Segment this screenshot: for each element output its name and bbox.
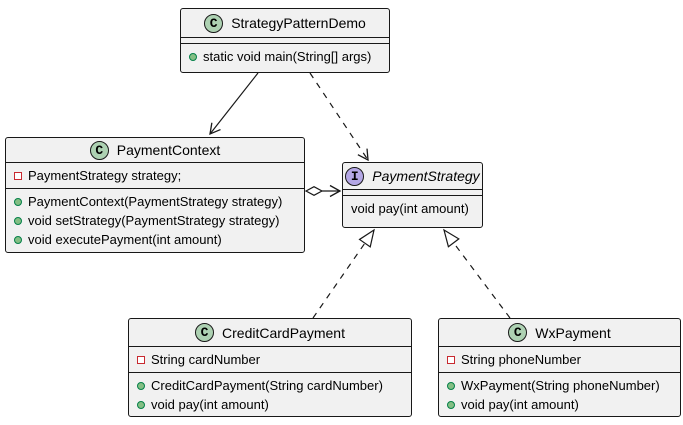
fields-section: String phoneNumber (439, 347, 680, 373)
class-header: C WxPayment (439, 319, 680, 347)
fields-section: String cardNumber (129, 347, 411, 373)
class-header: C CreditCardPayment (129, 319, 411, 347)
interface-header: I PaymentStrategy (343, 163, 482, 190)
class-name: CreditCardPayment (222, 324, 345, 341)
field-text: String cardNumber (151, 352, 261, 367)
class-stereotype-icon: C (508, 323, 528, 342)
methods-section: CreditCardPayment(String cardNumber) voi… (129, 373, 411, 418)
public-method-icon (447, 400, 455, 409)
private-field-icon (14, 171, 22, 180)
public-method-icon (14, 197, 22, 206)
field-row: String cardNumber (137, 350, 403, 369)
fields-section: PaymentStrategy strategy; (6, 163, 304, 189)
class-stereotype-icon: C (89, 140, 109, 160)
field-row: PaymentStrategy strategy; (14, 166, 296, 185)
method-text: void pay(int amount) (151, 397, 269, 412)
class-header: C StrategyPatternDemo (181, 9, 389, 38)
field-text: PaymentStrategy strategy; (28, 168, 182, 183)
method-text: void setStrategy(PaymentStrategy strateg… (28, 213, 280, 228)
public-method-icon (137, 381, 145, 390)
relation-aggregation-diamond (304, 186, 324, 196)
method-text: CreditCardPayment(String cardNumber) (151, 378, 383, 393)
method-row: void pay(int amount) (447, 395, 672, 414)
method-row: void pay(int amount) (351, 199, 474, 218)
class-header: C PaymentContext (6, 138, 304, 163)
public-method-icon (14, 235, 22, 244)
relation-association-demo-context (209, 72, 259, 136)
class-box-credit-card-payment: C CreditCardPayment String cardNumber Cr… (128, 318, 412, 417)
method-text: void executePayment(int amount) (28, 232, 222, 247)
method-row: CreditCardPayment(String cardNumber) (137, 376, 403, 395)
private-field-icon (447, 355, 455, 364)
interface-name: PaymentStrategy (372, 168, 480, 184)
interface-stereotype-icon: I (345, 166, 365, 186)
relation-realization-credit-strategy (312, 228, 375, 319)
method-text: WxPayment(String phoneNumber) (461, 378, 660, 393)
method-row: static void main(String[] args) (189, 47, 381, 66)
public-method-icon (447, 381, 455, 390)
relation-dependency-demo-strategy (309, 72, 369, 162)
field-row: String phoneNumber (447, 350, 672, 369)
class-box-wx-payment: C WxPayment String phoneNumber WxPayment… (438, 318, 681, 417)
class-box-strategy-pattern-demo: C StrategyPatternDemo static void main(S… (180, 8, 390, 73)
class-stereotype-icon: C (204, 13, 224, 33)
class-stereotype-icon: C (195, 323, 215, 342)
relation-realization-wx-strategy (443, 228, 511, 319)
fields-section-empty (343, 190, 482, 196)
private-field-icon (137, 355, 145, 364)
methods-section: static void main(String[] args) (181, 44, 389, 70)
method-row: void setStrategy(PaymentStrategy strateg… (14, 211, 296, 230)
methods-section: PaymentContext(PaymentStrategy strategy)… (6, 189, 304, 253)
method-text: static void main(String[] args) (203, 49, 372, 64)
method-text: void pay(int amount) (461, 397, 579, 412)
method-row: WxPayment(String phoneNumber) (447, 376, 672, 395)
methods-section: void pay(int amount) (343, 196, 482, 222)
public-method-icon (14, 216, 22, 225)
method-row: PaymentContext(PaymentStrategy strategy) (14, 192, 296, 211)
public-method-icon (137, 400, 145, 409)
method-row: void pay(int amount) (137, 395, 403, 414)
class-box-payment-context: C PaymentContext PaymentStrategy strateg… (5, 137, 305, 253)
public-method-icon (189, 52, 197, 61)
class-name: PaymentContext (116, 142, 221, 158)
class-name: StrategyPatternDemo (231, 15, 366, 31)
method-text: void pay(int amount) (351, 201, 469, 216)
method-row: void executePayment(int amount) (14, 230, 296, 249)
fields-section-empty (181, 38, 389, 44)
methods-section: WxPayment(String phoneNumber) void pay(i… (439, 373, 680, 418)
interface-box-payment-strategy: I PaymentStrategy void pay(int amount) (342, 162, 483, 228)
class-name: WxPayment (535, 324, 611, 341)
field-text: String phoneNumber (461, 352, 581, 367)
method-text: PaymentContext(PaymentStrategy strategy) (28, 194, 283, 209)
